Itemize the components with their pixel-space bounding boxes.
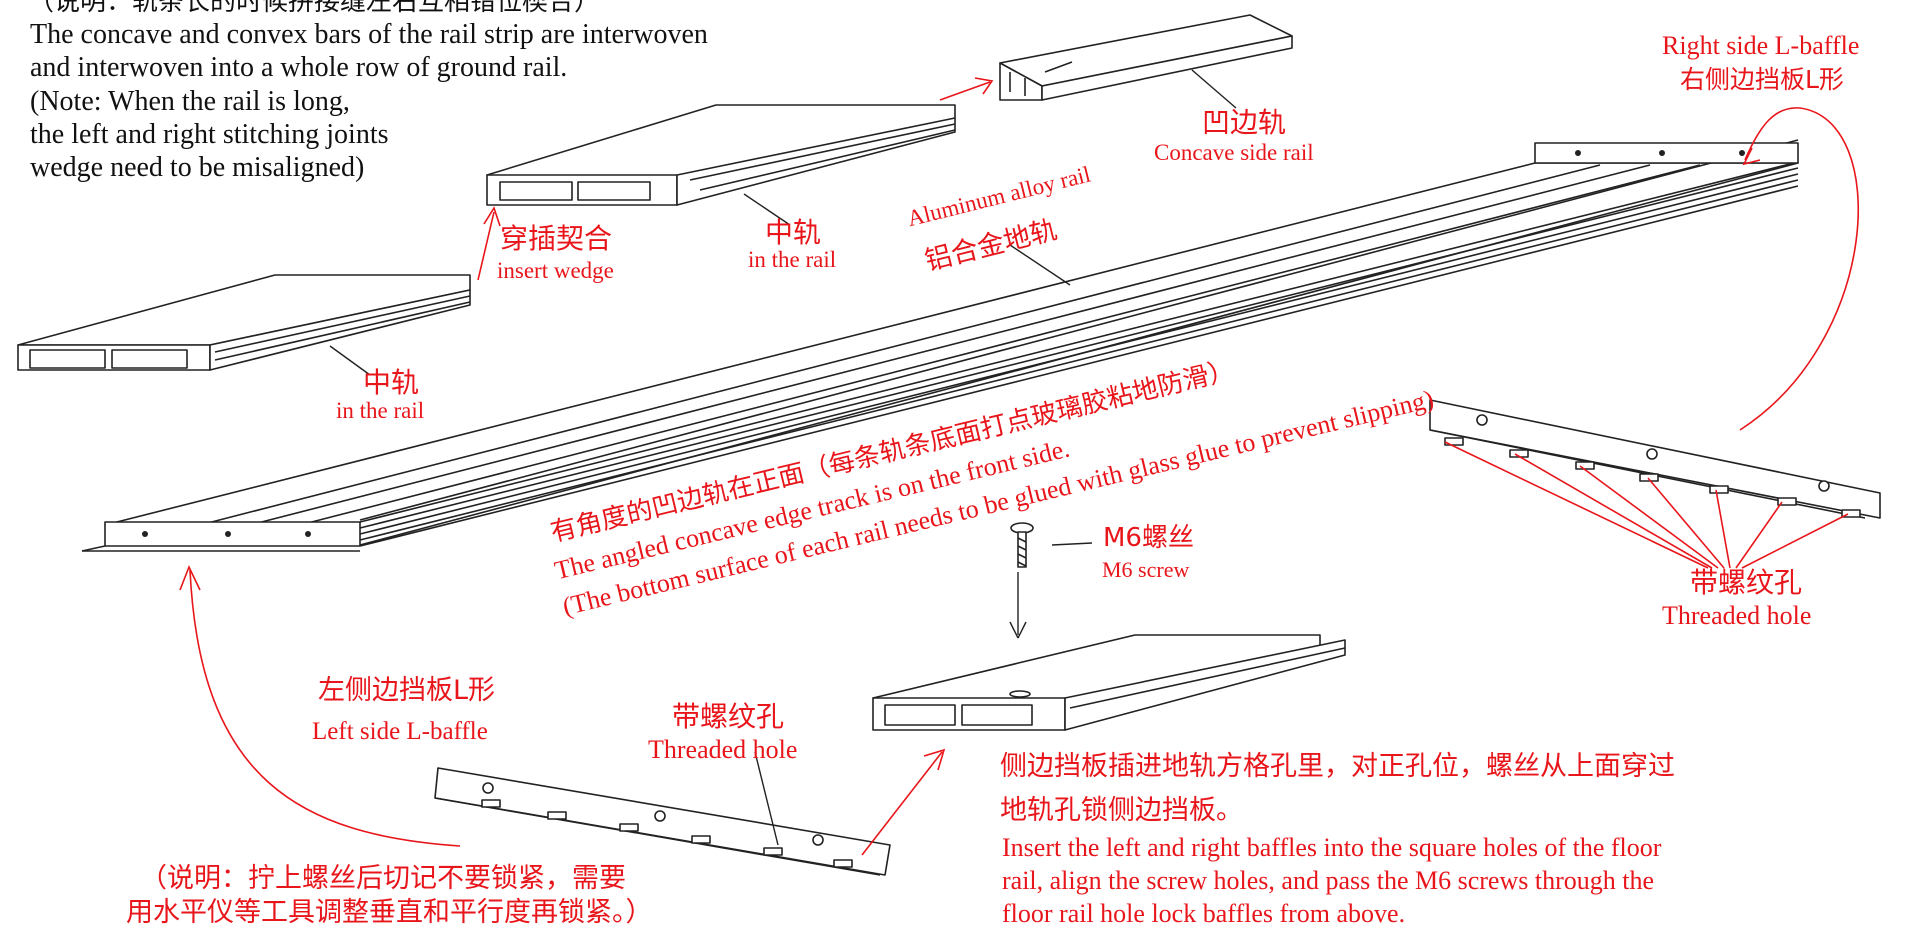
- screw-drawing: [1010, 522, 1034, 568]
- threaded-hole-right-en: Threaded hole: [1662, 601, 1812, 630]
- rail-hole-dots: [142, 150, 1745, 537]
- left-middle-rail-drawing: [17, 274, 471, 371]
- bottom-right-note-en-2: rail, align the screw holes, and pass th…: [1002, 866, 1655, 895]
- middle-rail-label-en: in the rail: [748, 247, 837, 272]
- leader-lines: [329, 69, 1237, 846]
- left-baffle-drawing: [434, 767, 891, 876]
- insert-wedge-label-en: insert wedge: [497, 258, 614, 283]
- concave-rail-label-cn: 凹边轨: [1202, 106, 1287, 139]
- right-baffle-drawing: [1429, 399, 1881, 519]
- top-note-en-5: wedge need to be misaligned): [30, 152, 365, 183]
- middle-rail-2-label-en: in the rail: [336, 398, 425, 423]
- left-baffle-label-en: Left side L-baffle: [312, 718, 488, 745]
- top-note-en-4: the left and right stitching joints: [30, 119, 389, 150]
- middle-rail-label-cn: 中轨: [765, 216, 822, 249]
- right-baffle-label-en: Right side L-baffle: [1662, 31, 1860, 60]
- bottom-right-note-en-3: floor rail hole lock baffles from above.: [1002, 899, 1406, 928]
- bottom-right-note-cn-1: 侧边挡板插进地轨方格孔里，对正孔位，螺丝从上面穿过: [1000, 751, 1675, 782]
- bottom-left-note-1: （说明：拧上螺丝后切记不要锁紧，需要: [140, 863, 626, 894]
- aluminum-alloy-rail-drawing: [81, 139, 1799, 552]
- top-note-cn: （说明：轨条长的时候拼接缝左右互相错位楔合）: [28, 0, 601, 17]
- red-arrows: [179, 77, 1859, 856]
- threaded-hole-left-en: Threaded hole: [648, 735, 798, 764]
- screw-label-en: M6 screw: [1102, 557, 1190, 582]
- top-note-en-1: The concave and convex bars of the rail …: [30, 19, 708, 50]
- concave-rail-label-en: Concave side rail: [1154, 140, 1314, 165]
- top-note-en-2: and interwoven into a whole row of groun…: [30, 52, 568, 83]
- bottom-left-note-2: 用水平仪等工具调整垂直和平行度再锁紧。）: [126, 897, 653, 928]
- concave-side-rail-drawing: [999, 14, 1293, 101]
- threaded-hole-right-cn: 带螺纹孔: [1690, 566, 1803, 599]
- bottom-right-note-cn-2: 地轨孔锁侧边挡板。: [1000, 795, 1243, 826]
- top-note-en-3: (Note: When the rail is long,: [30, 86, 350, 117]
- screw-label-cn: M6螺丝: [1103, 523, 1194, 553]
- middle-rail-2-label-cn: 中轨: [363, 366, 420, 399]
- threaded-hole-left-cn: 带螺纹孔: [672, 700, 785, 733]
- right-baffle-label-cn: 右侧边挡板L形: [1680, 65, 1844, 94]
- insert-wedge-label-cn: 穿插契合: [500, 222, 613, 255]
- upper-middle-rail-drawing: [486, 104, 956, 206]
- bottom-rail-drawing: [872, 634, 1346, 731]
- bottom-right-note-en-1: Insert the left and right baffles into t…: [1002, 833, 1662, 862]
- left-baffle-label-cn: 左侧边挡板L形: [318, 675, 496, 706]
